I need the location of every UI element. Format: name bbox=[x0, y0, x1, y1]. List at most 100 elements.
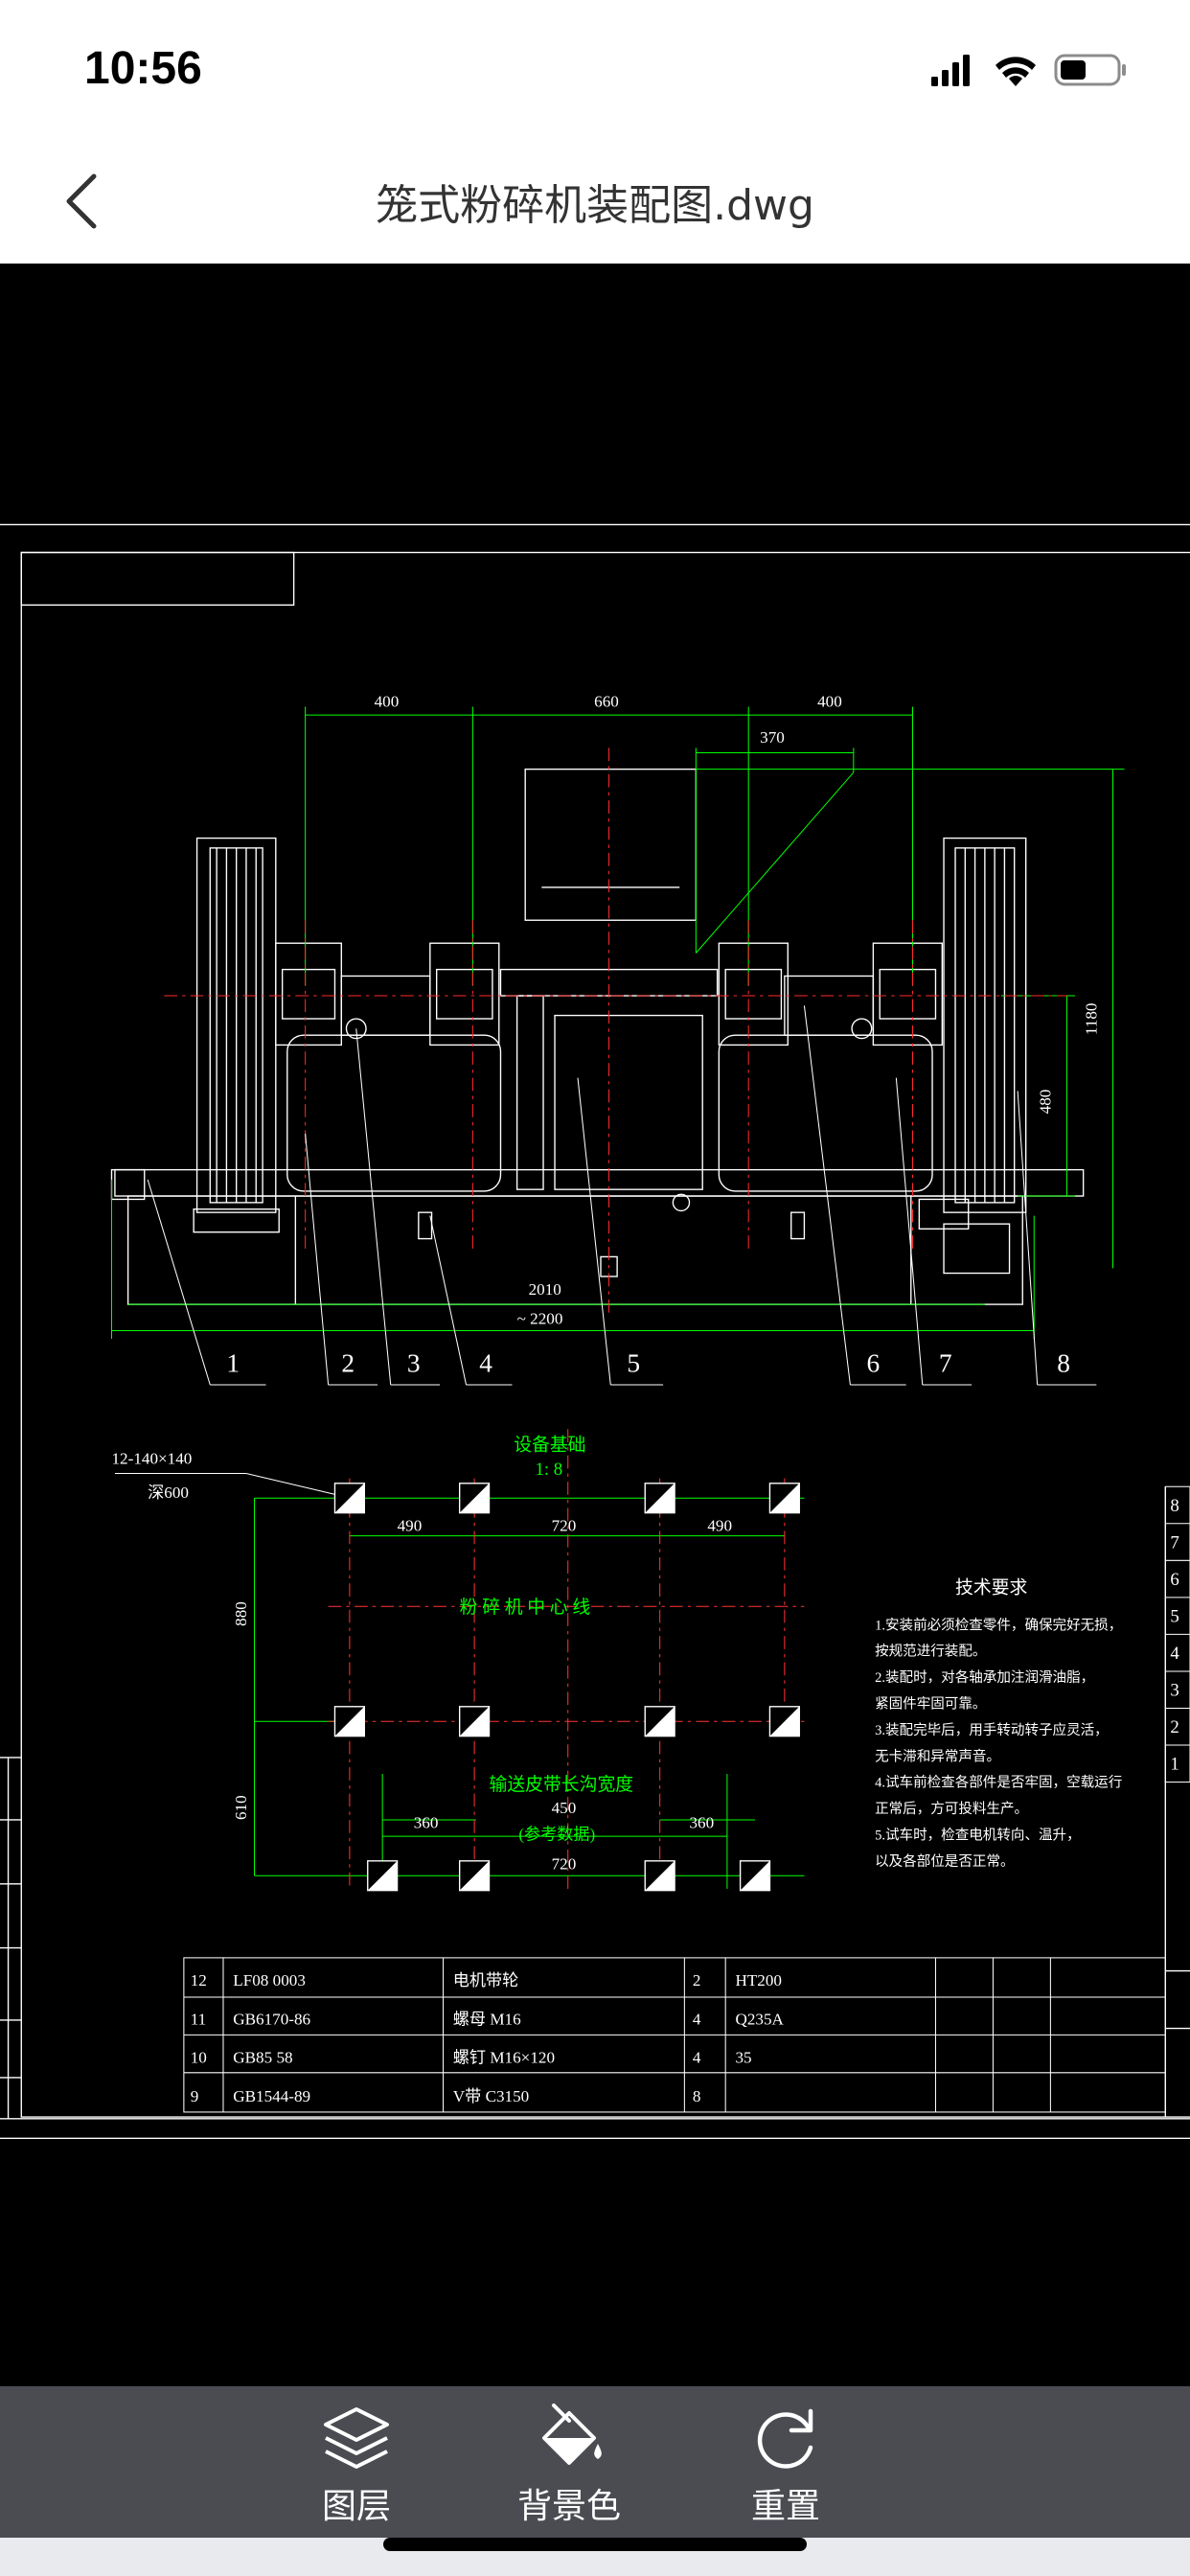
dim-480: 480 bbox=[1036, 1090, 1054, 1115]
home-indicator[interactable] bbox=[383, 2538, 807, 2551]
balloon-5: 5 bbox=[627, 1348, 640, 1377]
tech-req-line: 1.安装前必须检查零件，确保完好无损， bbox=[875, 1617, 1122, 1633]
layers-button[interactable]: 图层 bbox=[270, 2386, 443, 2538]
reset-label: 重置 bbox=[750, 2487, 820, 2526]
balloon-1: 1 bbox=[226, 1348, 240, 1377]
leader-lines bbox=[147, 1005, 1097, 1386]
f-dim-880: 880 bbox=[232, 1601, 250, 1626]
reset-icon bbox=[757, 2408, 813, 2469]
layers-icon bbox=[324, 2407, 389, 2469]
balloon-6: 6 bbox=[867, 1348, 881, 1377]
battery-icon bbox=[1054, 54, 1126, 86]
chevron-left-icon bbox=[66, 173, 97, 229]
anchor-blocks bbox=[333, 1483, 800, 1892]
parts-table-cell: 螺钉 M16×120 bbox=[453, 2049, 555, 2067]
reset-button[interactable]: 重置 bbox=[699, 2386, 872, 2538]
f-dim-490-left: 490 bbox=[398, 1516, 423, 1534]
foundation-plan bbox=[114, 1429, 805, 1889]
parts-table-cell: V带 C3150 bbox=[453, 2087, 529, 2105]
parts-table-cell: 11 bbox=[191, 2010, 207, 2028]
balloon-8: 8 bbox=[1057, 1348, 1070, 1377]
wifi-icon bbox=[995, 57, 1036, 86]
tech-req-line: 正常后，方可投料生产。 bbox=[875, 1801, 1028, 1817]
dimension-texts: 400 660 400 370 1180 480 2010 ~ 2200 bbox=[375, 693, 1101, 1328]
anchor-block bbox=[458, 1706, 491, 1737]
background-color-label: 背景色 bbox=[516, 2487, 621, 2526]
parts-table-cell: 35 bbox=[735, 2049, 751, 2067]
paint-bucket-icon bbox=[542, 2404, 602, 2465]
dimension-lines bbox=[110, 706, 1125, 1340]
f-dim-720-bottom: 720 bbox=[552, 1854, 577, 1873]
status-bar: 10:56 bbox=[0, 0, 1190, 144]
f-dim-490-right: 490 bbox=[707, 1516, 732, 1534]
parts-table-cell: 2 bbox=[693, 1971, 701, 1990]
side-numbers: 8 7 6 5 4 3 2 1 bbox=[1165, 1496, 1190, 1775]
background-color-button[interactable]: 背景色 bbox=[483, 2386, 655, 2538]
side-number: 3 bbox=[1170, 1681, 1179, 1701]
status-time: 10:56 bbox=[84, 43, 202, 94]
dim-400-left: 400 bbox=[375, 693, 400, 711]
side-number: 1 bbox=[1170, 1755, 1179, 1775]
parts-table-grid bbox=[183, 1957, 1166, 2113]
anchor-block bbox=[333, 1483, 365, 1514]
f-dim-610: 610 bbox=[232, 1795, 250, 1820]
parts-table-cell: 10 bbox=[191, 2049, 207, 2067]
parts-table-cell: 8 bbox=[693, 2087, 701, 2105]
parts-table-cell: 4 bbox=[693, 2010, 701, 2028]
side-number: 5 bbox=[1170, 1607, 1179, 1627]
parts-table-cell: 9 bbox=[191, 2087, 199, 2105]
side-number: 8 bbox=[1170, 1496, 1179, 1516]
back-button[interactable] bbox=[48, 163, 125, 240]
f-dim-360-right: 360 bbox=[690, 1814, 715, 1832]
anchor-block bbox=[768, 1483, 800, 1514]
note-size: 12-140×140 bbox=[111, 1449, 192, 1467]
tech-req-line: 2.装配时，对各轴承加注润滑油脂， bbox=[875, 1669, 1094, 1686]
side-number: 4 bbox=[1170, 1644, 1179, 1664]
part-balloons: 1 2 3 4 5 6 7 8 bbox=[226, 1348, 1070, 1377]
tech-req-line: 3.装配完毕后，用手转动转子应灵活， bbox=[875, 1721, 1109, 1738]
anchor-block bbox=[644, 1483, 675, 1514]
balloon-7: 7 bbox=[939, 1348, 952, 1377]
technical-requirements: 技术要求 1.安装前必须检查零件，确保完好无损，按规范进行装配。2.装配时，对各… bbox=[875, 1577, 1122, 1870]
signal-icon bbox=[931, 55, 970, 86]
parts-table-cell: Q235A bbox=[735, 2010, 784, 2028]
tech-req-line: 紧固件牢固可靠。 bbox=[875, 1696, 986, 1713]
tech-req-title: 技术要求 bbox=[955, 1577, 1027, 1598]
anchor-block bbox=[458, 1860, 491, 1892]
page-title: 笼式粉碎机装配图.dwg bbox=[376, 181, 814, 230]
conveyor-title: 输送皮带长沟宽度 bbox=[490, 1774, 634, 1795]
side-number: 2 bbox=[1170, 1717, 1179, 1737]
tech-req-line: 5.试车时，检查电机转向、温升， bbox=[875, 1828, 1081, 1844]
anchor-block bbox=[644, 1860, 675, 1892]
tech-req-line: 4.试车前检查各部件是否牢固，空载运行 bbox=[875, 1775, 1122, 1791]
parts-table-cell: 4 bbox=[693, 2049, 701, 2067]
parts-table-cell: HT200 bbox=[735, 1971, 782, 1990]
dim-2010: 2010 bbox=[529, 1280, 561, 1299]
tech-req-line: 无卡滞和异常声音。 bbox=[875, 1747, 1000, 1764]
parts-table-cell: LF08 0003 bbox=[233, 1971, 306, 1990]
side-number: 7 bbox=[1170, 1532, 1179, 1552]
nav-bar: 笼式粉碎机装配图.dwg bbox=[0, 144, 1190, 264]
dim-400-right: 400 bbox=[817, 693, 842, 711]
foundation-texts: 12-140×140 深600 设备基础 1: 8 490 720 490 88… bbox=[111, 1435, 732, 1874]
anchor-block bbox=[333, 1706, 365, 1737]
anchor-block bbox=[739, 1860, 771, 1892]
parts-table-cell: GB85 58 bbox=[233, 2049, 292, 2067]
side-number: 6 bbox=[1170, 1570, 1179, 1590]
conveyor-note: (参考数据) bbox=[518, 1826, 595, 1844]
balloon-4: 4 bbox=[479, 1348, 492, 1377]
anchor-block bbox=[768, 1706, 800, 1737]
dim-660: 660 bbox=[594, 693, 619, 711]
foundation-title: 设备基础 bbox=[514, 1435, 585, 1456]
assembly-elevation bbox=[110, 768, 1085, 1305]
dim-2200: ~ 2200 bbox=[517, 1310, 563, 1328]
note-depth: 深600 bbox=[148, 1484, 189, 1502]
layers-label: 图层 bbox=[321, 2487, 391, 2526]
conveyor-width: 450 bbox=[552, 1799, 577, 1817]
parts-table-cell: 12 bbox=[191, 1971, 207, 1990]
f-dim-720-top: 720 bbox=[552, 1516, 577, 1534]
drawing-canvas[interactable]: 8 7 6 5 4 3 2 1 bbox=[0, 264, 1190, 2386]
parts-table-cell: 电机带轮 bbox=[453, 1971, 519, 1990]
center-lines bbox=[164, 748, 1067, 1315]
